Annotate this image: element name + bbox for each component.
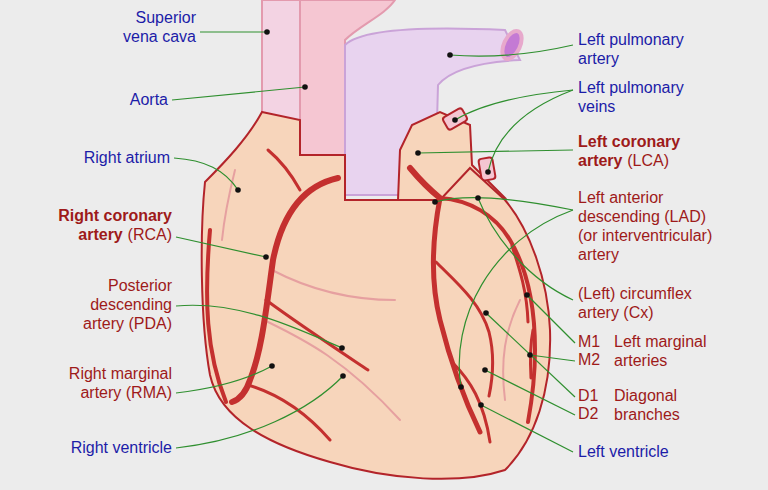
leader-line (176, 366, 272, 393)
anatomy-label: Left pulmonary veins (578, 79, 684, 115)
anatomy-label: Right marginal artery (RMA) (69, 365, 172, 401)
leader-line (176, 237, 266, 257)
leader-line (485, 370, 575, 415)
pda-vessel (266, 300, 368, 370)
label-group: Left anterior descending (LAD) (or inter… (578, 188, 728, 264)
leader-line (176, 305, 342, 348)
leader-dot (235, 187, 241, 193)
marginal-vessel (512, 246, 528, 322)
anatomy-label: (RCA) (128, 226, 172, 243)
rca-vessel (232, 178, 338, 402)
label-group: Left coronary artery(LCA) (578, 132, 708, 170)
minor-vessel (222, 170, 235, 240)
anatomy-label: D1 (578, 387, 598, 404)
anatomy-label: M2 (578, 351, 600, 368)
leader-line (459, 210, 573, 387)
leader-dot (452, 117, 458, 123)
anatomy-label: Superior vena cava (123, 9, 196, 45)
label-group: Posterior descending artery (PDA) (67, 276, 172, 333)
anatomy-label: Left anterior descending (LAD) (or inter… (578, 189, 712, 263)
label-group: Superior vena cava (106, 8, 196, 46)
label-group: Diagonal branches (614, 386, 714, 424)
vena-cava-shape (262, 0, 300, 122)
leader-line (488, 90, 573, 172)
heart-body (202, 112, 550, 479)
anatomy-label: Right atrium (84, 149, 170, 166)
lad-vessel (433, 198, 480, 432)
leader-dot (527, 352, 533, 358)
leader-dots (235, 29, 533, 408)
leader-line (455, 90, 573, 120)
leader-dot (475, 195, 481, 201)
anatomy-label: Right ventricle (71, 439, 172, 456)
label-group: Left pulmonary artery (578, 30, 698, 68)
heart-border-band (207, 230, 226, 402)
label-group: M2 (578, 350, 610, 369)
anatomy-label: Aorta (130, 91, 168, 108)
leader-dot (340, 373, 346, 379)
label-group: Left pulmonary veins (578, 78, 698, 116)
anatomy-label: Diagonal branches (614, 387, 680, 423)
leader-line (527, 295, 575, 343)
leader-line (174, 158, 238, 190)
leader-dot (339, 345, 345, 351)
leader-dot (269, 363, 275, 369)
minor-vessel (272, 270, 395, 300)
label-group: Right marginal artery (RMA) (57, 364, 172, 402)
leader-lines (172, 32, 575, 452)
label-group: Right ventricle (32, 438, 172, 457)
label-group: Left marginal arteries (614, 332, 724, 370)
atrial-branch (268, 150, 300, 190)
label-group: Right coronary artery(RCA) (42, 206, 172, 244)
leader-dot (432, 199, 438, 205)
anatomy-label: (Left) circumflex artery (Cx) (578, 285, 692, 321)
anatomy-label: Left ventricle (578, 443, 669, 460)
leader-dot (478, 402, 484, 408)
minor-vessel (503, 300, 520, 400)
leader-dot (302, 84, 308, 90)
leader-dot (482, 367, 488, 373)
leader-line (478, 198, 573, 300)
label-group: (Left) circumflex artery (Cx) (578, 284, 713, 322)
leader-line (435, 197, 573, 210)
leader-line (200, 31, 267, 32)
anatomy-label: (LCA) (627, 152, 669, 169)
label-group: Left ventricle (578, 442, 718, 461)
minor-vessel (268, 322, 400, 420)
label-group: D2 (578, 404, 610, 423)
leader-line (481, 405, 573, 452)
leader-line (172, 87, 305, 100)
leader-dot (458, 384, 464, 390)
diagonal-vessel (452, 362, 490, 442)
anatomy-label: Left marginal arteries (614, 333, 707, 369)
label-group: Aorta (48, 90, 168, 109)
pulmonary-artery-end (498, 28, 525, 62)
anatomy-label: M1 (578, 333, 600, 350)
pulmonary-vein-stub (442, 107, 468, 130)
leader-dot (264, 29, 270, 35)
coronary-arteries (207, 150, 535, 442)
leader-dot (447, 52, 453, 58)
anatomy-label: D2 (578, 405, 598, 422)
anatomy-label: Left pulmonary artery (578, 31, 684, 67)
leader-dot (485, 169, 491, 175)
leader-line (486, 313, 575, 397)
lca-vessel (410, 168, 440, 198)
leader-line (450, 45, 573, 56)
anatomy-label: Posterior descending artery (PDA) (83, 277, 172, 332)
label-group: D1 (578, 386, 610, 405)
label-group: Right atrium (40, 148, 170, 167)
leader-dot (483, 310, 489, 316)
leader-dot (263, 254, 269, 260)
leader-line (176, 376, 343, 448)
leader-dot (524, 292, 530, 298)
rma-vessel (248, 385, 330, 440)
leader-dot (415, 150, 421, 156)
label-group: M1 (578, 332, 610, 351)
leader-line (418, 150, 573, 153)
